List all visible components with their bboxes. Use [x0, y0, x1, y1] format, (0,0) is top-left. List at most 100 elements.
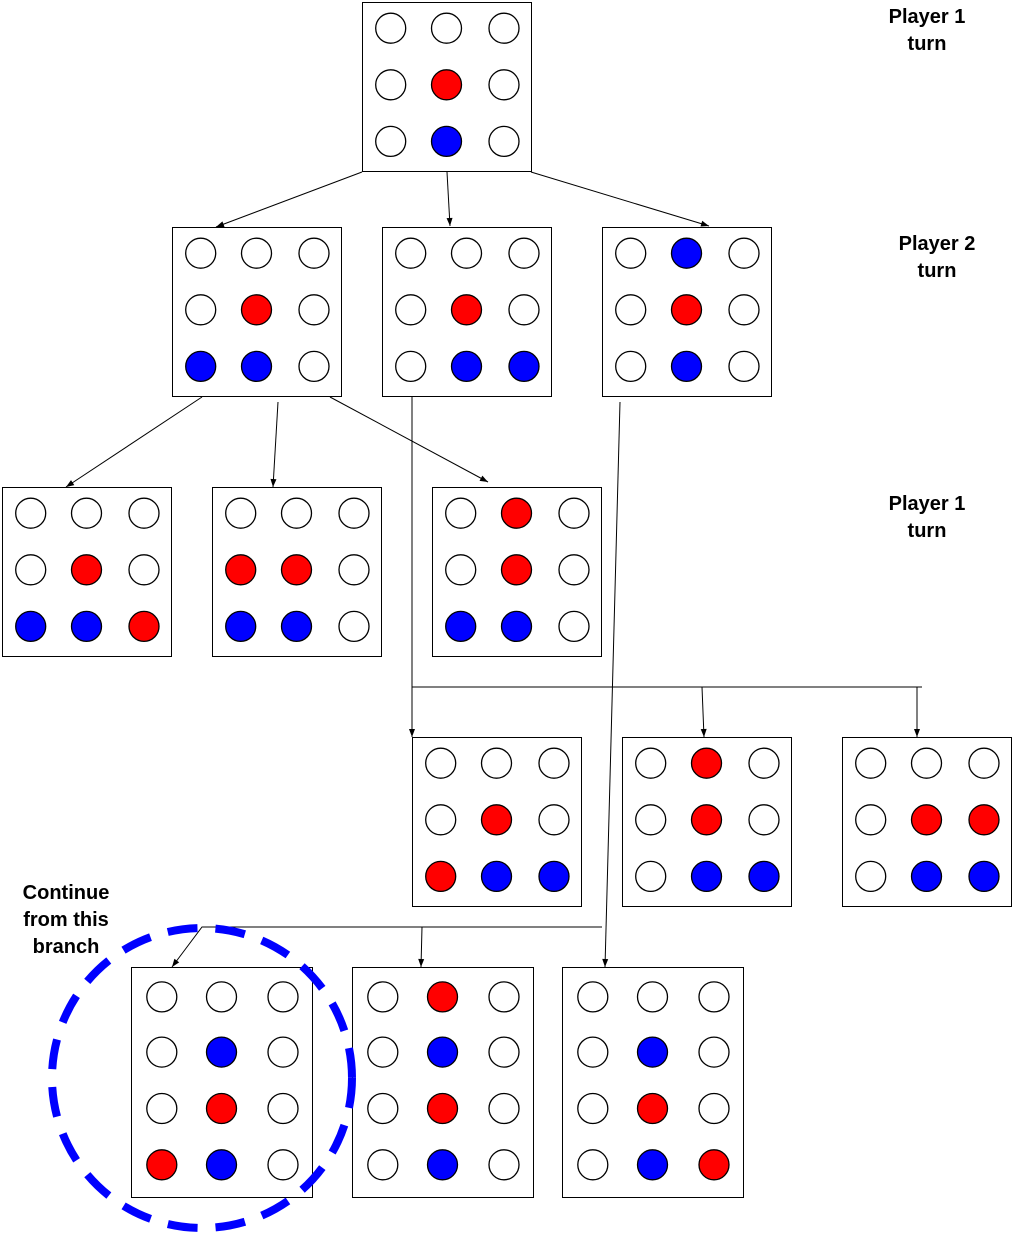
arrowhead-p2-b: [446, 217, 453, 226]
cell-empty: [185, 237, 217, 269]
cell-blue: [240, 350, 273, 383]
cell-red: [70, 554, 103, 586]
edge-root-to-p2-a: [215, 171, 363, 228]
arrowhead-p2-a: [216, 221, 225, 227]
cell-empty: [395, 350, 427, 383]
edge-p2-b-to-p1-b2: [412, 686, 705, 738]
cell-blue: [636, 1149, 669, 1181]
board-p2-c: [602, 227, 772, 397]
cell-blue: [205, 1149, 238, 1181]
cell-empty: [128, 497, 160, 529]
cell-empty: [367, 981, 399, 1013]
cell-red: [500, 554, 533, 586]
edge-p1-c3-to-p1-c1: [171, 926, 602, 968]
cell-empty: [205, 981, 238, 1013]
cell-empty: [146, 1036, 178, 1068]
cell-empty: [855, 747, 887, 779]
cell-empty: [338, 497, 370, 529]
cell-blue: [690, 860, 723, 893]
board-p1-b2: [622, 737, 792, 907]
cell-empty: [298, 350, 330, 383]
edge-p2-c-to-p1-c3: [604, 401, 621, 968]
board-p1-b3: [842, 737, 1012, 907]
cell-empty: [395, 237, 427, 269]
cell-blue: [426, 1149, 459, 1181]
board-p1-c3: [562, 967, 744, 1198]
cell-empty: [488, 125, 520, 158]
cell-red: [128, 610, 160, 643]
cell-red: [450, 294, 483, 326]
cell-empty: [698, 1092, 730, 1125]
cell-red: [280, 554, 313, 586]
cell-empty: [558, 610, 590, 643]
cell-empty: [577, 1092, 609, 1125]
cell-empty: [910, 747, 943, 779]
board-p1-c1: [131, 967, 313, 1198]
cell-red: [240, 294, 273, 326]
cell-empty: [450, 237, 483, 269]
cell-empty: [538, 747, 570, 779]
arrowhead-p1-b1: [409, 729, 415, 737]
cell-empty: [488, 981, 520, 1013]
edge-p2-a-to-p1-a1: [65, 396, 203, 488]
cell-red: [636, 1092, 669, 1125]
arrowhead-p2-c: [700, 220, 709, 227]
cell-empty: [338, 610, 370, 643]
cell-empty: [698, 981, 730, 1013]
cell-red: [968, 804, 1000, 836]
cell-empty: [395, 294, 427, 326]
cell-empty: [445, 497, 477, 529]
cell-empty: [488, 69, 520, 101]
edge-root-to-p2-c: [530, 171, 710, 227]
cell-empty: [480, 747, 513, 779]
highlight-circle: [48, 924, 356, 1232]
cell-blue: [910, 860, 943, 893]
cell-empty: [488, 1092, 520, 1125]
cell-empty: [298, 294, 330, 326]
cell-empty: [146, 981, 178, 1013]
arrowhead-p1-a1: [66, 480, 75, 487]
cell-empty: [488, 12, 520, 44]
cell-empty: [615, 237, 647, 269]
cell-empty: [488, 1149, 520, 1181]
cell-red: [910, 804, 943, 836]
cell-red: [670, 294, 703, 326]
continue-note: Continue from this branch: [22, 882, 110, 958]
cell-empty: [146, 1092, 178, 1125]
cell-empty: [636, 981, 669, 1013]
level-label-player1-top: Player 1 turn: [888, 6, 966, 55]
cell-blue: [445, 610, 477, 643]
cell-blue: [280, 610, 313, 643]
cell-blue: [225, 610, 257, 643]
cell-blue: [670, 237, 703, 269]
cell-empty: [728, 350, 760, 383]
cell-empty: [367, 1149, 399, 1181]
cell-red: [690, 804, 723, 836]
cell-empty: [728, 294, 760, 326]
cell-empty: [185, 294, 217, 326]
cell-empty: [577, 1149, 609, 1181]
arrowhead-p1-c3: [602, 958, 609, 967]
cell-empty: [635, 860, 667, 893]
arrowhead-p1-c1: [172, 958, 180, 967]
cell-empty: [425, 804, 457, 836]
cell-blue: [450, 350, 483, 383]
cell-empty: [748, 747, 780, 779]
cell-empty: [728, 237, 760, 269]
cell-empty: [508, 237, 540, 269]
cell-empty: [748, 804, 780, 836]
cell-red: [426, 1092, 459, 1125]
cell-empty: [338, 554, 370, 586]
arrowhead-p1-b2: [700, 728, 707, 737]
board-p1-b1: [412, 737, 582, 907]
cell-red: [225, 554, 257, 586]
cell-empty: [635, 804, 667, 836]
board-root: [362, 2, 532, 172]
cell-empty: [225, 497, 257, 529]
cell-blue: [508, 350, 540, 383]
cell-blue: [500, 610, 533, 643]
board-p1-a1: [2, 487, 172, 657]
cell-blue: [748, 860, 780, 893]
cell-blue: [205, 1036, 238, 1068]
